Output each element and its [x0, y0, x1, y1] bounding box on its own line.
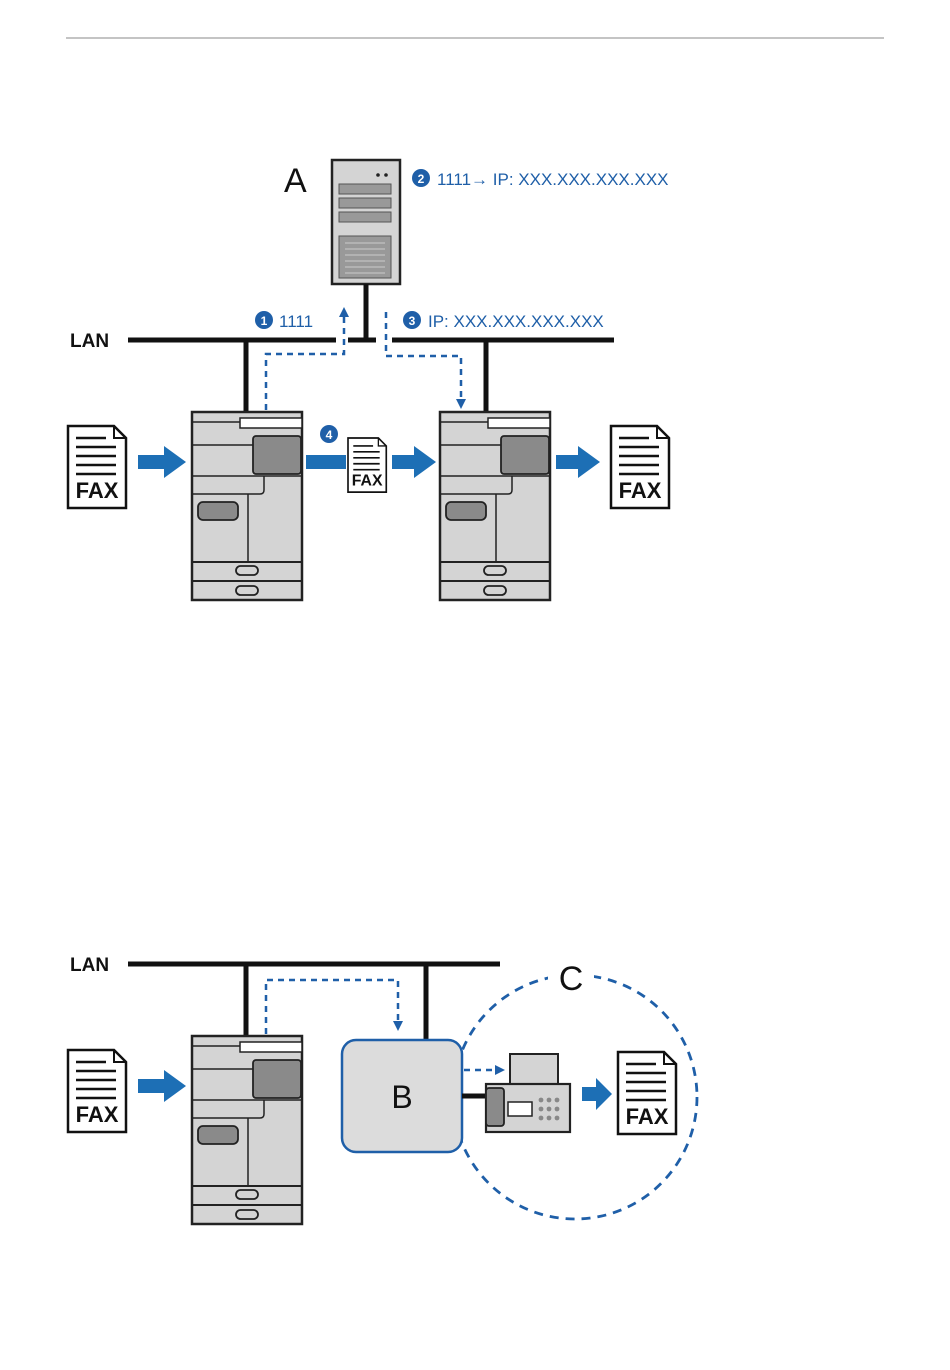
diagram-gateway: LAN C FAX B	[68, 955, 697, 1224]
diagram-dns-routing: A 2 1111→ IP: XXX.XXX.XXX.XXX	[68, 160, 669, 600]
step-1-badge: 1	[255, 311, 273, 329]
sender-printer-icon	[192, 412, 302, 600]
fax-document-transfer: FAX	[348, 438, 386, 492]
arrow-out-icon	[556, 446, 600, 478]
fax-document-in-2: FAX	[68, 1050, 126, 1132]
step-4-badge: 4	[320, 425, 338, 443]
arrow-in-icon	[138, 446, 186, 478]
sender-printer-icon-2	[192, 1036, 302, 1224]
svg-text:FAX: FAX	[626, 1104, 669, 1129]
step-3-text: IP: XXX.XXX.XXX.XXX	[428, 312, 604, 331]
svg-text:2: 2	[418, 172, 425, 186]
fax-document-out: FAX	[611, 426, 669, 508]
svg-text:3: 3	[409, 314, 416, 328]
svg-text:FAX: FAX	[619, 478, 662, 503]
step-3-badge: 3	[403, 311, 421, 329]
arrow-out-icon-2	[582, 1078, 612, 1110]
svg-text:FAX: FAX	[76, 478, 119, 503]
gateway-dashed-arrow	[266, 980, 398, 1034]
step-1-text: 1111	[279, 312, 313, 331]
step-2-text: 1111→ IP: XXX.XXX.XXX.XXX	[437, 170, 669, 189]
svg-text:FAX: FAX	[76, 1102, 119, 1127]
arrow-transfer-icon	[392, 446, 436, 478]
svg-text:FAX: FAX	[352, 473, 383, 490]
arrow-in-icon-2	[138, 1070, 186, 1102]
gateway-label: B	[391, 1079, 412, 1115]
svg-text:1: 1	[261, 314, 268, 328]
server-icon	[332, 160, 400, 284]
transfer-line	[306, 455, 346, 469]
svg-text:4: 4	[326, 428, 333, 442]
fax-document-in: FAX	[68, 426, 126, 508]
fax-machine-icon	[486, 1054, 570, 1132]
zone-label: C	[559, 960, 584, 998]
receiver-printer-icon	[440, 412, 550, 600]
server-label: A	[284, 162, 307, 200]
step-2-badge: 2	[412, 169, 430, 187]
fax-document-out-2: FAX	[618, 1052, 676, 1134]
lan-label: LAN	[70, 331, 109, 352]
lan-label-2: LAN	[70, 955, 109, 976]
